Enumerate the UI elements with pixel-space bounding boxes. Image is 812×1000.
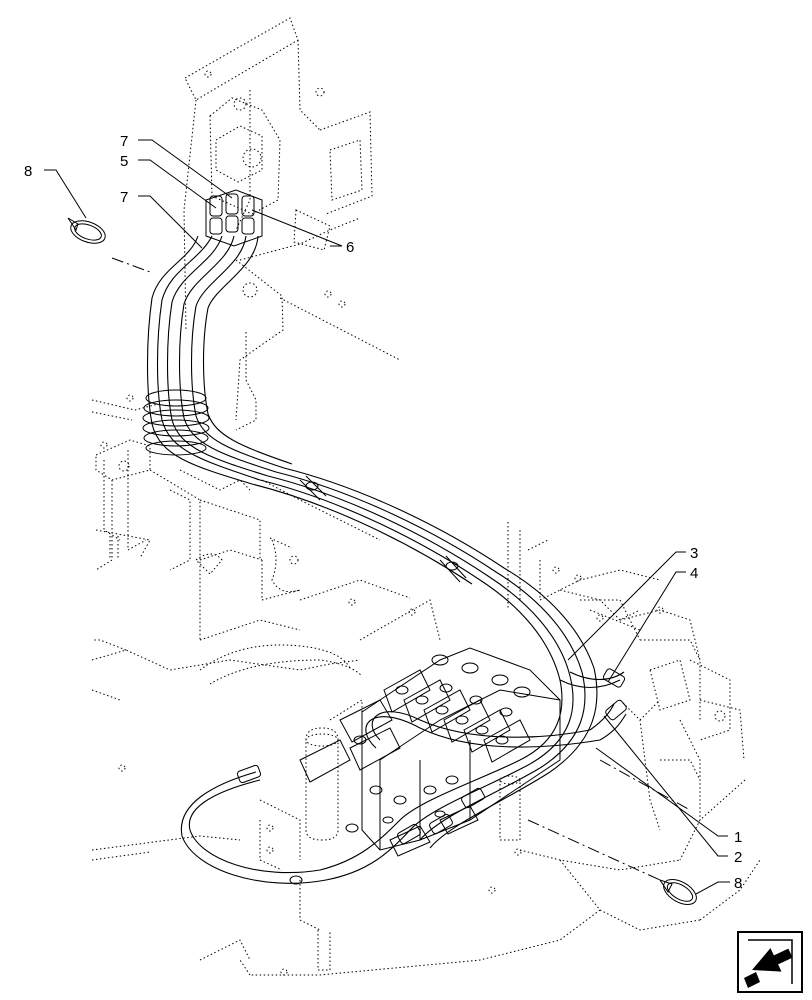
machine-frame-outline <box>91 17 761 976</box>
hose-bundle <box>142 235 627 885</box>
callout-4: 4 <box>690 565 698 582</box>
callout-8-upper: 8 <box>24 163 32 180</box>
cable-tie-bottom <box>658 879 697 905</box>
cable-tie-top <box>67 217 106 244</box>
callout-7-lower: 7 <box>120 189 128 206</box>
centerline-right <box>599 759 691 811</box>
centerline-top <box>111 257 151 273</box>
callout-1: 1 <box>734 829 742 846</box>
callout-3: 3 <box>690 545 698 562</box>
callout-6: 6 <box>346 239 354 256</box>
callout-7-upper: 7 <box>120 133 128 150</box>
callout-5: 5 <box>120 153 128 170</box>
callout-8-lower: 8 <box>734 875 742 892</box>
leader-lines <box>44 139 730 895</box>
centerline-bottom <box>527 819 661 881</box>
control-valve-block <box>299 647 561 857</box>
callout-2: 2 <box>734 849 742 866</box>
upper-fitting-block <box>205 189 263 247</box>
back-arrow-icon[interactable] <box>737 931 803 993</box>
